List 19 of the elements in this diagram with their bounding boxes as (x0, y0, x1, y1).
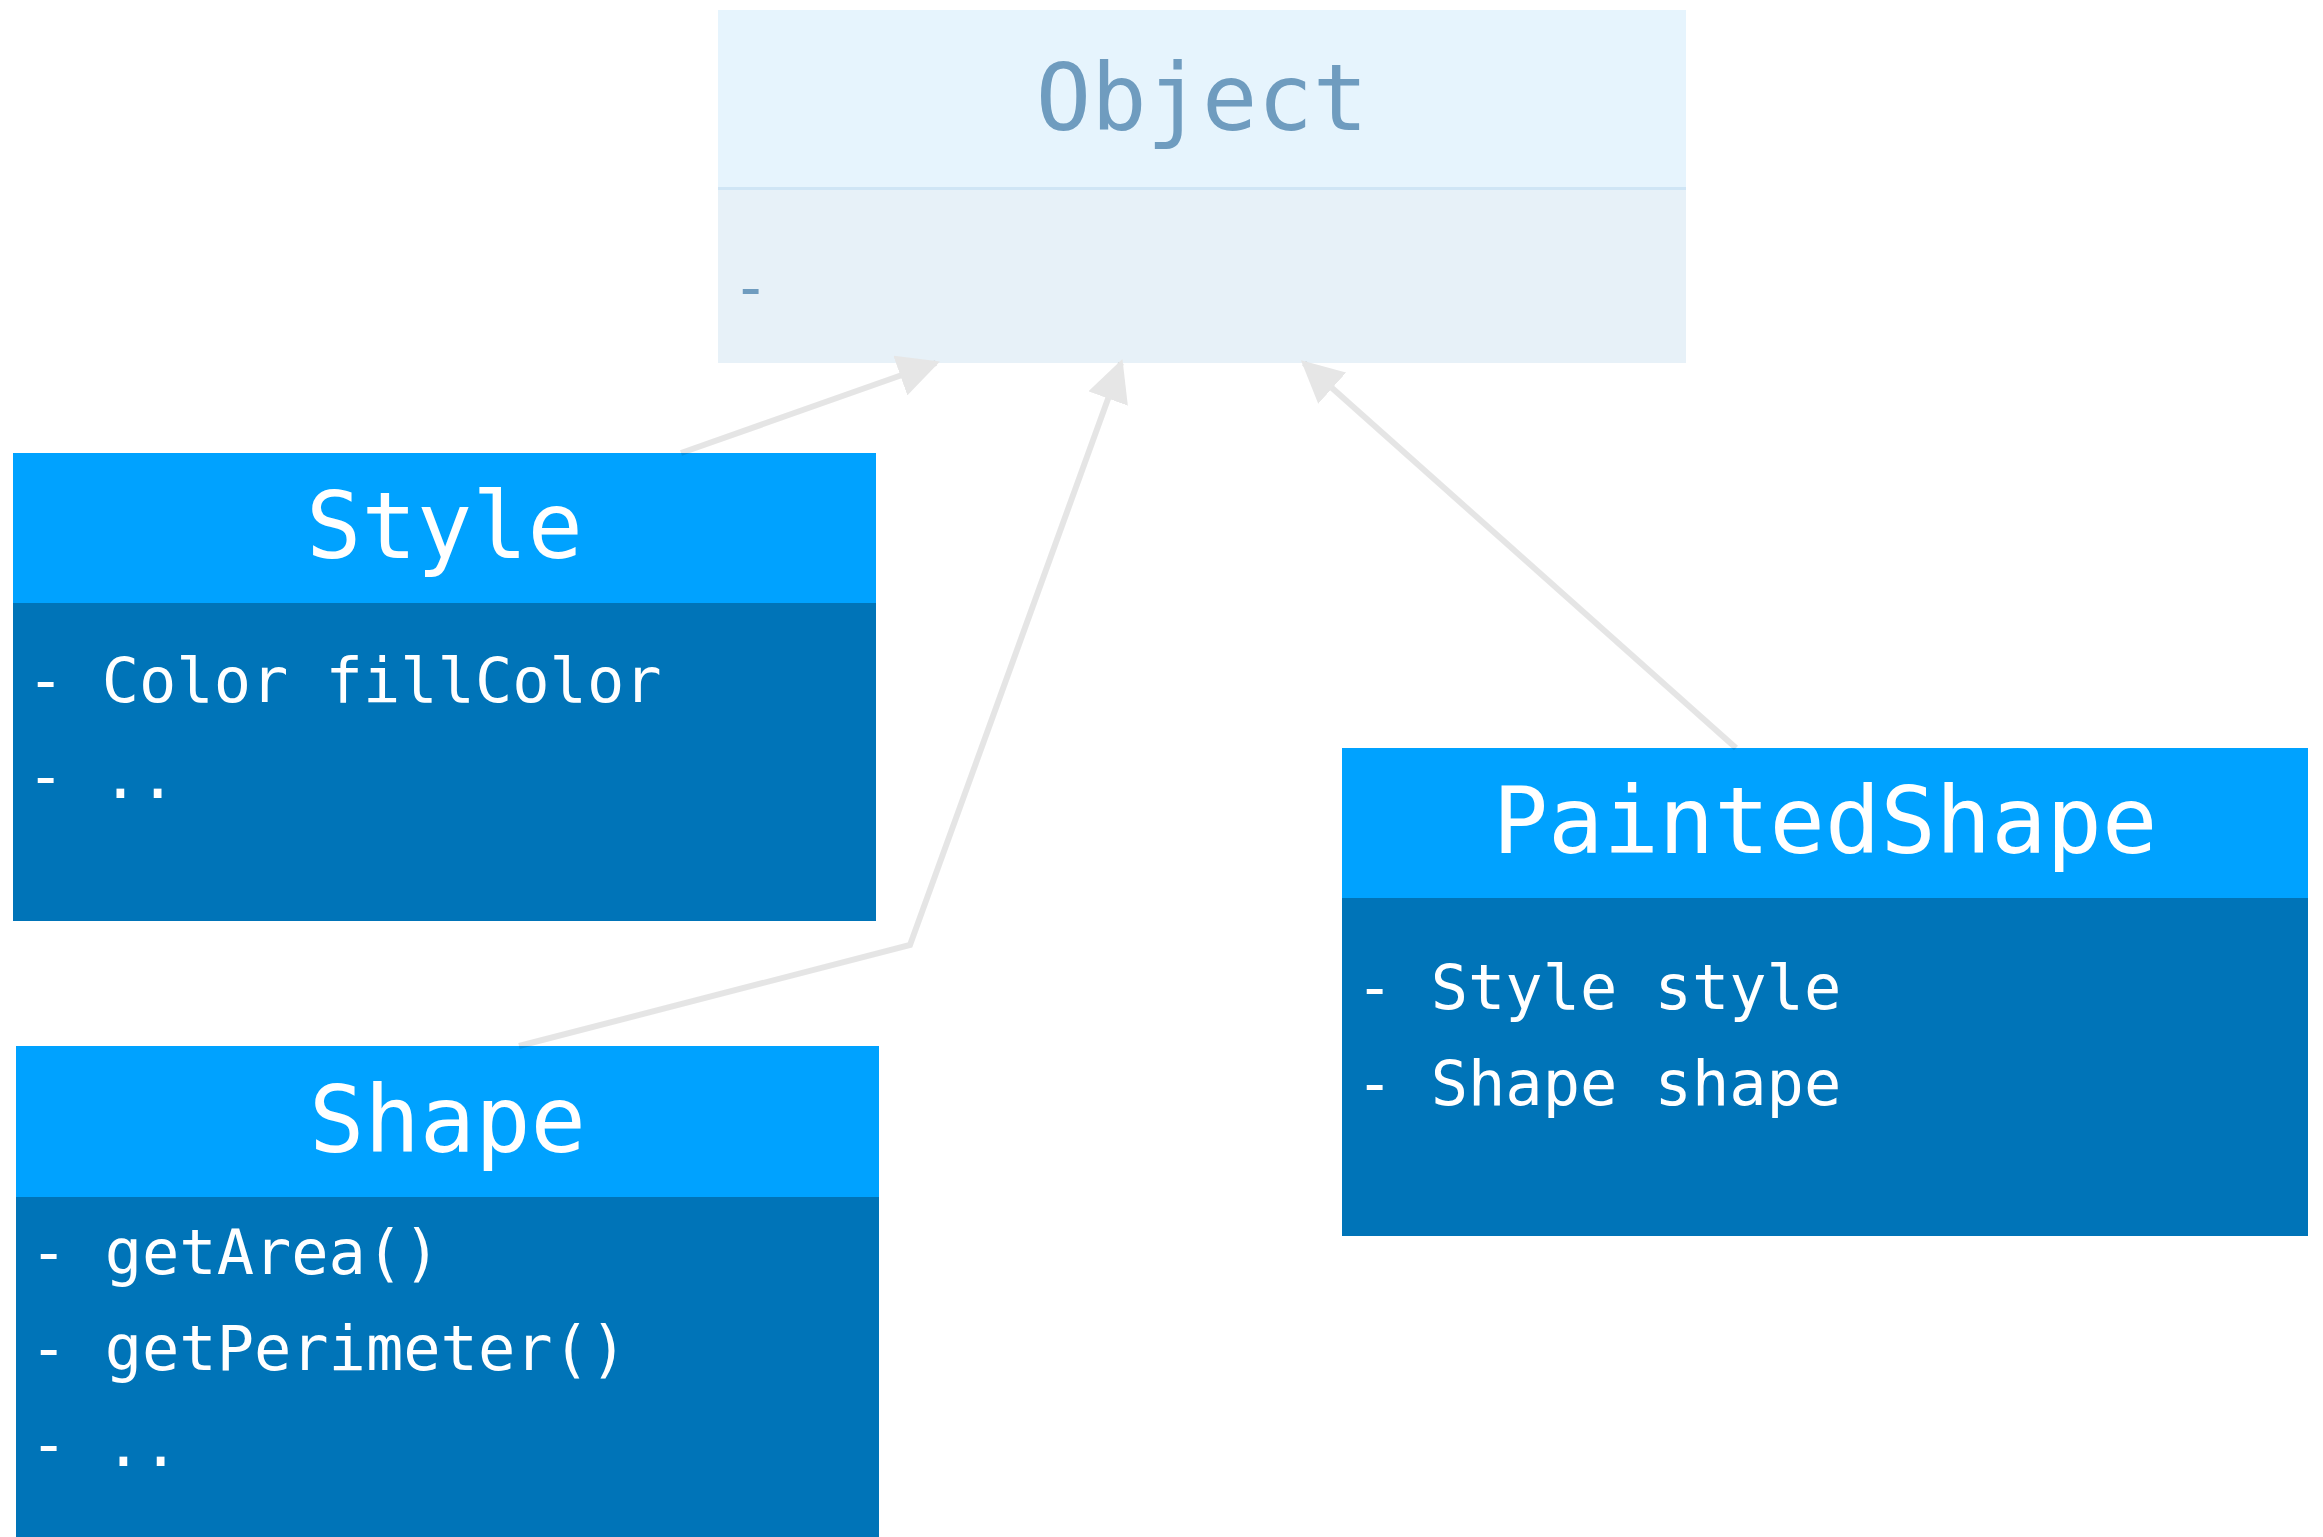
class-box (16, 1046, 879, 1537)
class-member: - Color fillColor (27, 643, 662, 719)
class-member: - getArea() (30, 1215, 441, 1291)
class-name: Style (13, 453, 876, 603)
class-box (1342, 748, 2308, 1236)
class-name: PaintedShape (1342, 748, 2308, 898)
class-member: - getPerimeter() (30, 1311, 628, 1387)
class-member: - Style style (1356, 950, 1842, 1026)
class-member: - .. (30, 1407, 180, 1483)
class-member: - Shape shape (1356, 1046, 1842, 1122)
inheritance-arrow (1300, 360, 1738, 751)
inheritance-arrow (518, 359, 1128, 1049)
class-name: Shape (16, 1046, 879, 1197)
class-member: - (732, 250, 770, 326)
inheritance-arrow (680, 355, 940, 456)
class-member: - .. (27, 739, 177, 815)
class-name: Object (718, 10, 1686, 190)
class-box (13, 453, 876, 921)
class-box (718, 10, 1686, 363)
